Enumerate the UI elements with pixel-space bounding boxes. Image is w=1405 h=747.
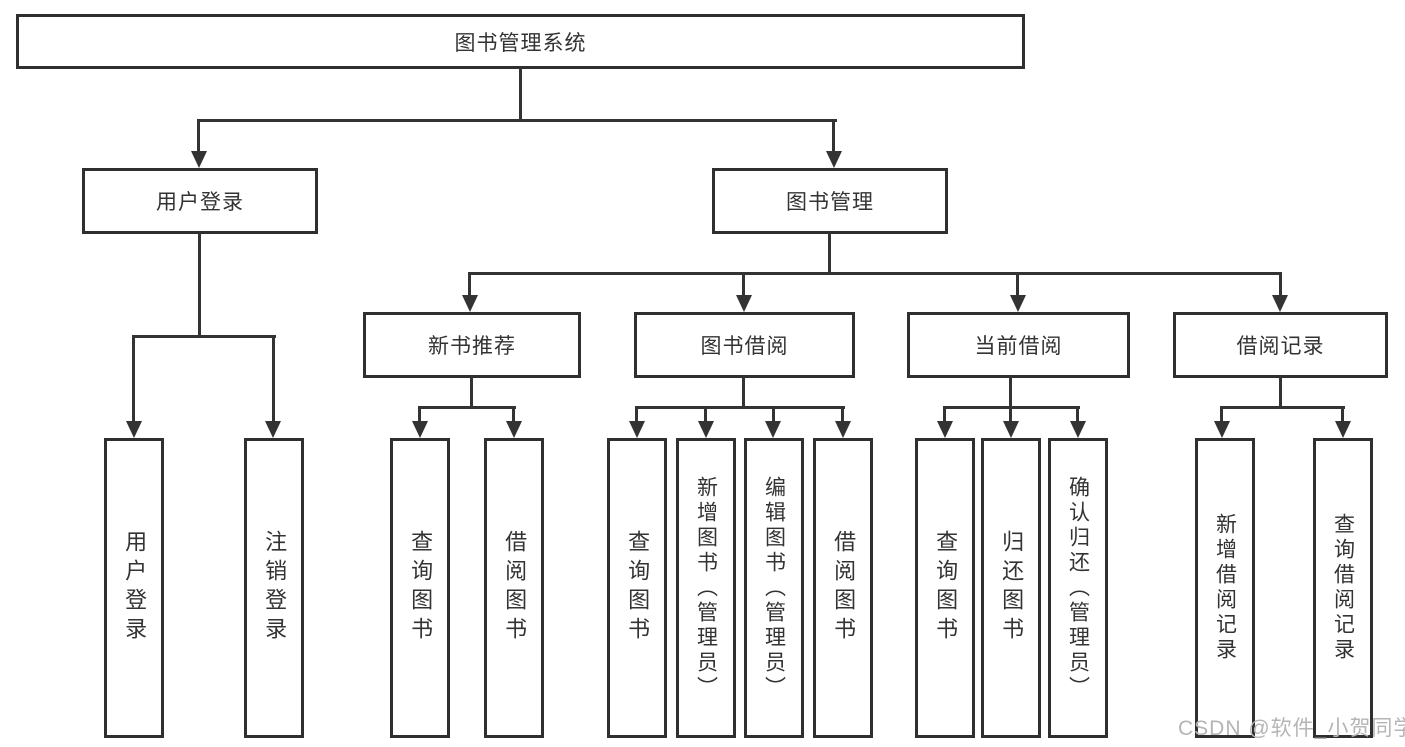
connector-line — [832, 119, 835, 153]
connector-line — [197, 119, 837, 122]
arrow-down — [462, 295, 478, 312]
connector-line — [197, 119, 200, 153]
connector-line — [418, 406, 421, 423]
arrow-down — [506, 421, 522, 438]
arrow-down — [265, 421, 281, 438]
arrow-down — [1272, 295, 1288, 312]
connector-line — [841, 406, 844, 423]
connector-line — [468, 272, 471, 297]
leaf-user-login: 用户登录 — [104, 438, 164, 738]
arrow-down — [1214, 421, 1230, 438]
arrow-down — [698, 421, 714, 438]
arrow-down — [1010, 295, 1026, 312]
node-library-management-system: 图书管理系统 — [16, 14, 1025, 69]
leaf-return-books: 归还图书 — [981, 438, 1041, 738]
connector-line — [635, 406, 845, 409]
arrow-down — [1335, 421, 1351, 438]
arrow-down — [412, 421, 428, 438]
connector-line — [198, 233, 201, 337]
watermark: CSDN @软件_小贺同学 — [1178, 717, 1405, 740]
leaf-query-books: 查询图书 — [607, 438, 667, 738]
node-user-login: 用户登录 — [82, 168, 318, 234]
connector-line — [742, 272, 745, 297]
leaf-query-borrow-record: 查询借阅记录 — [1313, 438, 1373, 738]
leaf-logout: 注销登录 — [244, 438, 304, 738]
arrow-down — [629, 421, 645, 438]
connector-line — [828, 233, 831, 275]
connector-line — [1341, 406, 1344, 423]
arrow-down — [826, 151, 842, 168]
node-book-borrow: 图书借阅 — [634, 312, 855, 378]
connector-line — [132, 335, 276, 338]
connector-line — [470, 377, 473, 409]
arrow-down — [937, 421, 953, 438]
connector-line — [943, 406, 946, 423]
leaf-query-books: 查询图书 — [390, 438, 450, 738]
node-current-borrow: 当前借阅 — [907, 312, 1130, 378]
connector-line — [512, 406, 515, 423]
node-new-book-recommend: 新书推荐 — [363, 312, 581, 378]
arrow-down — [191, 151, 207, 168]
leaf-add-books-admin: 新增图书（管理员） — [676, 438, 736, 738]
connector-line — [742, 377, 745, 409]
connector-line — [272, 335, 275, 423]
node-book-management: 图书管理 — [712, 168, 948, 234]
leaf-borrow-books: 借阅图书 — [813, 438, 873, 738]
connector-line — [418, 406, 516, 409]
arrow-down — [126, 421, 142, 438]
leaf-query-books: 查询图书 — [915, 438, 975, 738]
connector-line — [1279, 377, 1282, 409]
connector-line — [1076, 406, 1079, 423]
connector-line — [1220, 406, 1345, 409]
leaf-confirm-return-admin: 确认归还（管理员） — [1048, 438, 1108, 738]
leaf-add-borrow-record: 新增借阅记录 — [1195, 438, 1255, 738]
leaf-edit-books-admin: 编辑图书（管理员） — [744, 438, 804, 738]
connector-line — [704, 406, 707, 423]
connector-line — [132, 335, 135, 423]
connector-line — [519, 68, 522, 122]
connector-line — [1220, 406, 1223, 423]
connector-line — [1009, 377, 1012, 409]
connector-line — [468, 272, 1282, 275]
connector-line — [635, 406, 638, 423]
node-borrow-records: 借阅记录 — [1173, 312, 1388, 378]
arrow-down — [835, 421, 851, 438]
arrow-down — [736, 295, 752, 312]
arrow-down — [1070, 421, 1086, 438]
connector-line — [1016, 272, 1019, 297]
arrow-down — [765, 421, 781, 438]
leaf-borrow-books: 借阅图书 — [484, 438, 544, 738]
arrow-down — [1003, 421, 1019, 438]
connector-line — [772, 406, 775, 423]
connector-line — [1009, 406, 1012, 423]
connector-line — [1279, 272, 1282, 297]
